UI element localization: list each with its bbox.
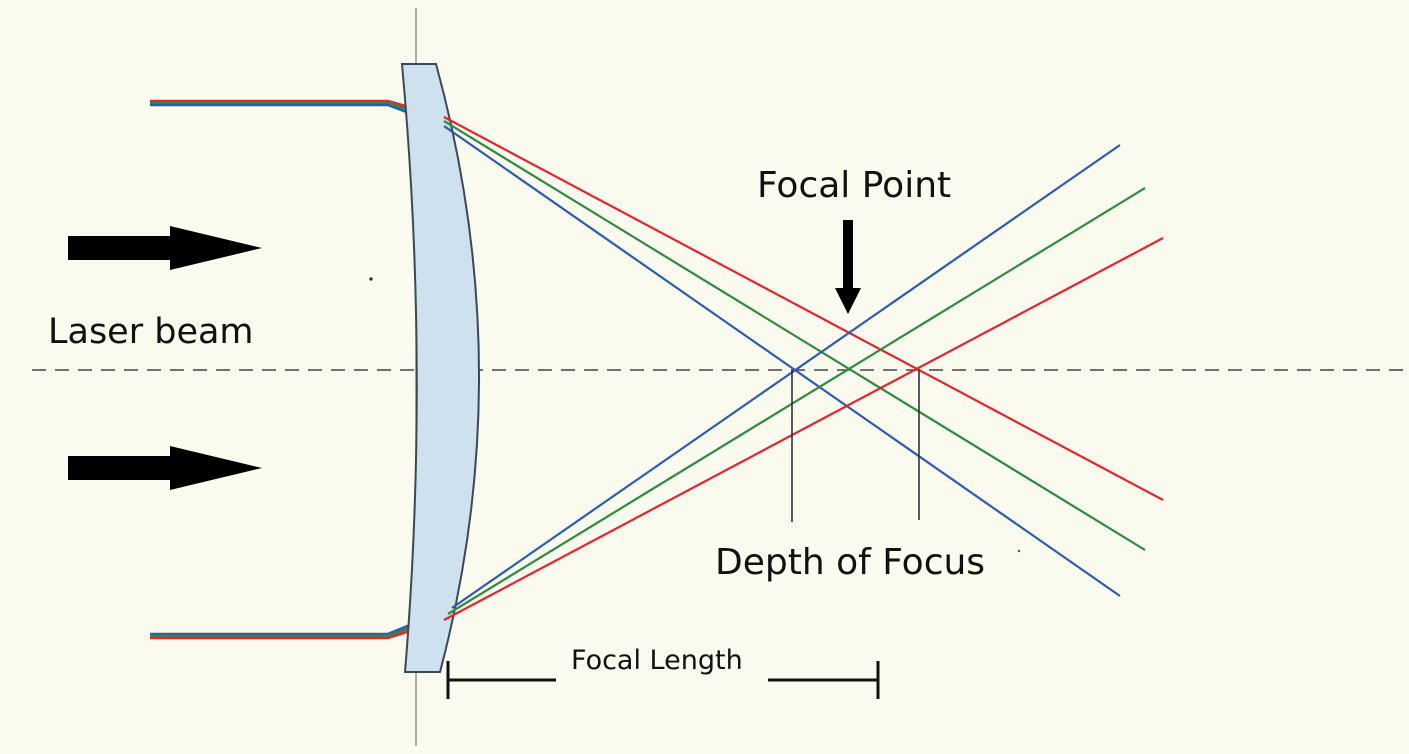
depth-of-focus-label: Depth of Focus [715,542,985,583]
ray-bottom-green [447,187,1146,615]
focal-length-label: Focal Length [571,645,743,676]
ray-top-red [443,116,1164,501]
focal-point-arrow [835,220,861,314]
ray-bottom-red [443,237,1164,621]
focal-length-bracket [446,661,880,699]
beam-direction-arrow-upper [68,226,262,270]
stray-dot [1017,549,1021,553]
focal-point-label: Focal Point [757,165,951,206]
laser-beam-label: Laser beam [48,312,254,352]
ray-top-blue [443,125,1121,597]
lens [400,63,481,673]
ray-top-green [443,120,1146,551]
stray-dot [369,277,373,281]
ray-bottom-blue [451,144,1121,609]
converging-rays [443,116,1164,621]
beam-direction-arrow-lower [68,446,262,490]
